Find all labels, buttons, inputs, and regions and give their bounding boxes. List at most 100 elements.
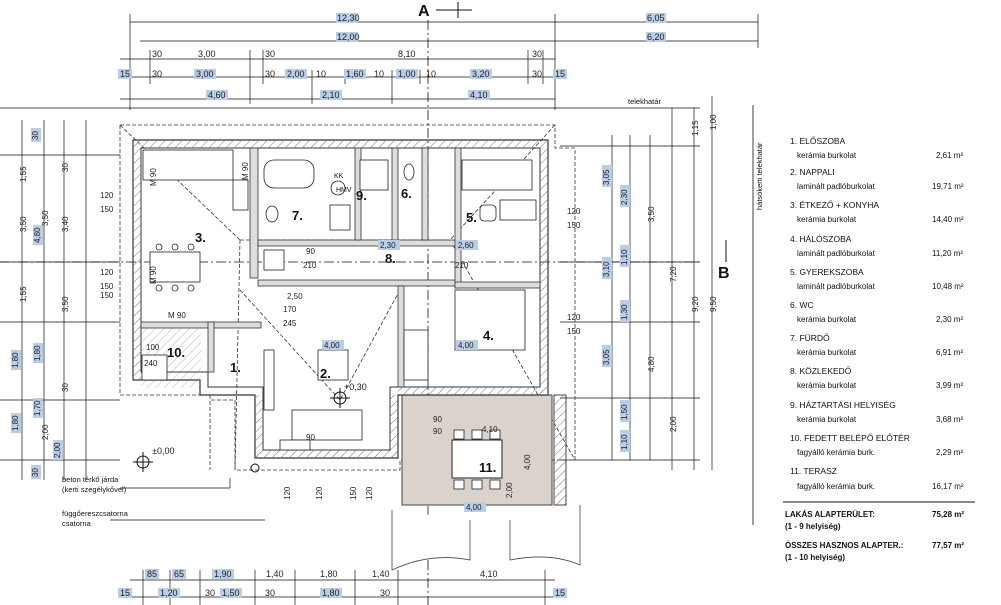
legend-item-finish: laminált padlóburkolat [797, 182, 876, 191]
dim-text: 4,00 [523, 454, 532, 470]
dim-text: 120 [567, 207, 581, 216]
dim-text: 120 [100, 191, 114, 200]
dim-text: 2,00 [287, 69, 305, 79]
dim-text: 85 [147, 569, 157, 579]
summary-sub: (1 - 10 helyiség) [785, 553, 845, 562]
room-legend: 1. ELŐSZOBA kerámia burkolat 2,61 m² 2. … [783, 136, 975, 562]
dim-text: 1,80 [320, 569, 338, 579]
legend-item-area: 10,48 m² [932, 282, 964, 291]
left-dimension-texts: 1,55 3,50 1,55 1,80 1,80 4,80 3,50 1,80 … [11, 128, 70, 479]
summary-sub: (1 - 9 helyiség) [785, 522, 841, 531]
dim-text: 8,10 [398, 49, 416, 59]
dim-text: 3,50 [61, 296, 70, 312]
dim-text: 10 [426, 69, 436, 79]
dim-text: 2,30 [380, 241, 396, 250]
legend-item-finish: fagyálló kerámia burk. [797, 482, 875, 491]
dim-text: 15 [555, 588, 565, 598]
dim-text: 1,00 [709, 114, 718, 130]
dim-text: 170 [283, 305, 297, 314]
dim-text: 9,50 [709, 296, 718, 312]
level-markers [133, 388, 350, 473]
telekhatar-label: telekhatár [628, 97, 661, 106]
dim-text: 90 [433, 427, 442, 436]
dim-text: 1,80 [322, 588, 340, 598]
dim-text: 65 [174, 569, 184, 579]
bottom-dimension-texts: 85 65 1,90 1,40 1,80 1,40 4,10 15 1,20 3… [118, 569, 567, 598]
legend-item-name: 5. GYEREKSZOBA [790, 267, 864, 277]
dim-text: 4,10 [480, 569, 498, 579]
dim-text: 15 [120, 69, 130, 79]
dim-text: 3,10 [602, 261, 611, 277]
dim-text: 1,15 [691, 120, 700, 136]
dim-text: 9,20 [691, 296, 700, 312]
bathtub [263, 159, 315, 189]
legend-item-name: 7. FÜRDŐ [790, 333, 830, 343]
dim-text: 240 [144, 359, 158, 368]
dim-text: 150 [349, 486, 358, 500]
summary-label: LAKÁS ALAPTERÜLET: [785, 510, 875, 519]
dim-text: 30 [61, 163, 70, 172]
legend-item-finish: kerámia burkolat [797, 151, 857, 160]
dim-text: 2,10 [322, 90, 340, 100]
paving-sub-note: (kerti szegélykővel) [62, 485, 127, 494]
dim-text: 3,05 [602, 169, 611, 185]
room-number-6: 6. [401, 186, 412, 201]
terrace-area [391, 394, 581, 571]
dim-text: 150 [567, 327, 581, 336]
dim-text: 6,05 [647, 13, 665, 23]
hmv-label: HMV [336, 187, 352, 194]
dim-text: 1,50 [222, 588, 240, 598]
dim-text: 15 [120, 588, 130, 598]
dim-text: 1,60 [346, 69, 364, 79]
room-number-1: 1. [230, 360, 241, 375]
legend-item-area: 6,91 m² [936, 348, 963, 357]
dim-text: 30 [265, 69, 275, 79]
axis-b-label: B [718, 265, 730, 282]
dim-text: 90 [306, 247, 315, 256]
legend-item-finish: kerámia burkolat [797, 415, 857, 424]
dim-text: M 90 [149, 168, 158, 186]
dim-text: 3,00 [198, 49, 216, 59]
legend-item-name: 9. HÁZTARTÁSI HELYISÉG [790, 400, 896, 410]
room-number-11: 11. [479, 460, 496, 475]
dim-text: 30 [532, 49, 542, 59]
room-number-9: 9. [356, 188, 367, 203]
coffee-table [317, 349, 349, 381]
dim-text: 210 [303, 261, 317, 270]
dim-text: 2,50 [287, 292, 303, 301]
legend-item-area: 3,68 m² [936, 415, 963, 424]
dim-text: 120 [365, 486, 374, 500]
room-number-7: 7. [292, 208, 303, 223]
dim-text: 1,40 [372, 569, 390, 579]
dim-text: 4,10 [482, 425, 498, 434]
dim-text: 150 [100, 291, 114, 300]
legend-item-area: 2,61 m² [936, 151, 963, 160]
right-dimension-texts: 3,05 3,10 3,05 2,30 1,10 1,30 1,50 1,10 … [602, 114, 718, 452]
dim-text: 3,05 [602, 349, 611, 365]
dim-text: 3,50 [647, 206, 656, 222]
dim-text: 1,70 [33, 400, 42, 416]
legend-item-name: 3. ÉTKEZŐ + KONYHA [790, 200, 879, 210]
legend-item-finish: kerámia burkolat [797, 315, 857, 324]
dim-text: 2,30 [620, 189, 629, 205]
legend-item-name: 6. WC [790, 300, 814, 310]
dim-text: 4,00 [466, 503, 482, 512]
furniture [141, 149, 537, 451]
legend-item-area: 19,71 m² [932, 182, 964, 191]
dim-text: 1,00 [398, 69, 416, 79]
child-bed [461, 159, 533, 191]
legend-item-name: 1. ELŐSZOBA [790, 136, 846, 146]
dim-text: 90 [306, 433, 315, 442]
room-number-10: 10. [167, 345, 185, 360]
dim-text: 2,00 [669, 416, 678, 432]
dim-text: 120 [567, 313, 581, 322]
dim-text: 1,50 [620, 404, 629, 420]
legend-item-area: 11,20 m² [932, 249, 963, 258]
gutter-note: függőereszcsatorna [62, 509, 129, 518]
dim-text: 1,40 [266, 569, 284, 579]
dim-text: 1,90 [214, 569, 232, 579]
legend-item-finish: kerámia burkolat [797, 381, 857, 390]
legend-item-area: 3,99 m² [936, 381, 963, 390]
room-number-2: 2. [320, 366, 331, 381]
legend-item-finish: fagyálló kerámia burk. [797, 448, 875, 457]
